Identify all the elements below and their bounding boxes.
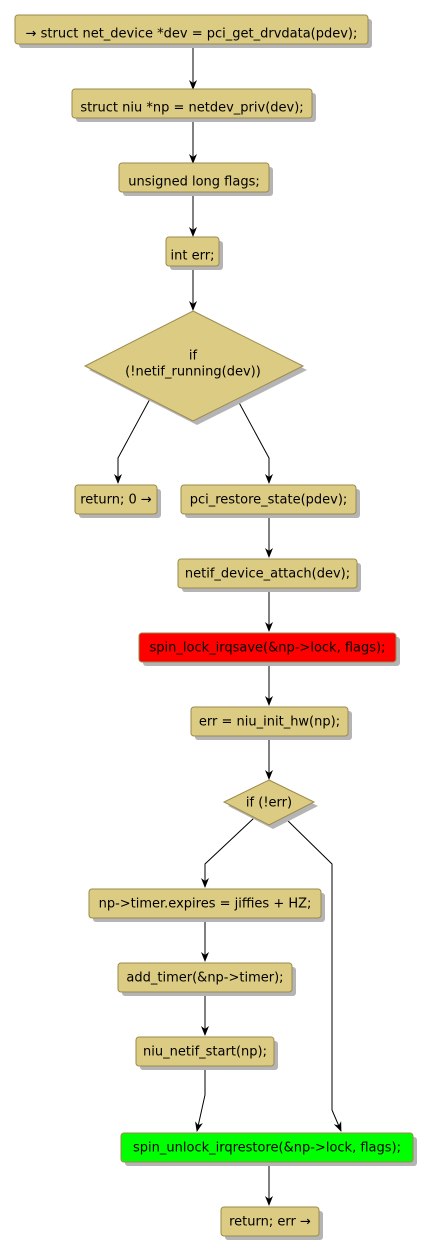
edge-d2-n13 [284,817,342,1132]
edge-d2-n10 [201,817,255,888]
node-n6-label: pci_restore_state(pdev); [190,493,348,508]
node-d2-label: if (!err) [246,796,292,811]
node-n9-label: err = niu_init_hw(np); [199,715,340,730]
edge-d1-n6 [235,396,273,484]
node-n1: → struct net_device *dev = pci_get_drvda… [14,14,372,48]
node-n11-label: add_timer(&np->timer); [126,971,283,986]
node-n14: return; err → [220,1206,323,1240]
node-n5-label: return; 0 → [80,493,152,508]
edge-n12-n13 [195,1065,206,1132]
node-n2: struct niu *np = netdev_priv(dev); [71,88,316,122]
node-n7-label: netif_device_attach(dev); [185,567,350,582]
node-n9: err = niu_init_hw(np); [190,706,352,740]
node-n3: unsigned long flags; [118,162,273,196]
node-n8: spin_lock_irqsave(&np->lock, flags); [138,632,400,666]
node-n13: spin_unlock_irqrestore(&np->lock, flags)… [120,1132,417,1166]
node-n13-label: spin_unlock_irqrestore(&np->lock, flags)… [133,1141,401,1156]
node-n12: niu_netif_start(np); [135,1036,278,1070]
node-n2-label: struct niu *np = netdev_priv(dev); [80,101,303,116]
node-n3-label: unsigned long flags; [128,175,260,190]
node-d1: if (!netif_running(dev)) [83,310,307,425]
node-n7: netif_device_attach(dev); [177,558,361,592]
node-n14-label: return; err → [229,1215,311,1230]
node-n12-label: niu_netif_start(np); [143,1045,267,1060]
node-n4-label: int err; [171,249,215,264]
node-n4: int err; [165,236,223,270]
node-n8-label: spin_lock_irqsave(&np->lock, flags); [150,641,386,656]
node-d2: if (!err) [222,779,318,829]
node-n11: add_timer(&np->timer); [117,962,296,996]
node-n1-label: → struct net_device *dev = pci_get_drvda… [26,27,358,42]
node-n10: np->timer.expires = jiffies + HZ; [88,888,325,922]
node-n5: return; 0 → [74,484,161,518]
node-d1-line2: (!netif_running(dev)) [125,365,261,380]
node-n10-label: np->timer.expires = jiffies + HZ; [99,897,312,912]
node-n6: pci_restore_state(pdev); [180,484,360,518]
node-d1-line1: if [189,349,198,364]
edge-d1-n5 [114,396,152,484]
